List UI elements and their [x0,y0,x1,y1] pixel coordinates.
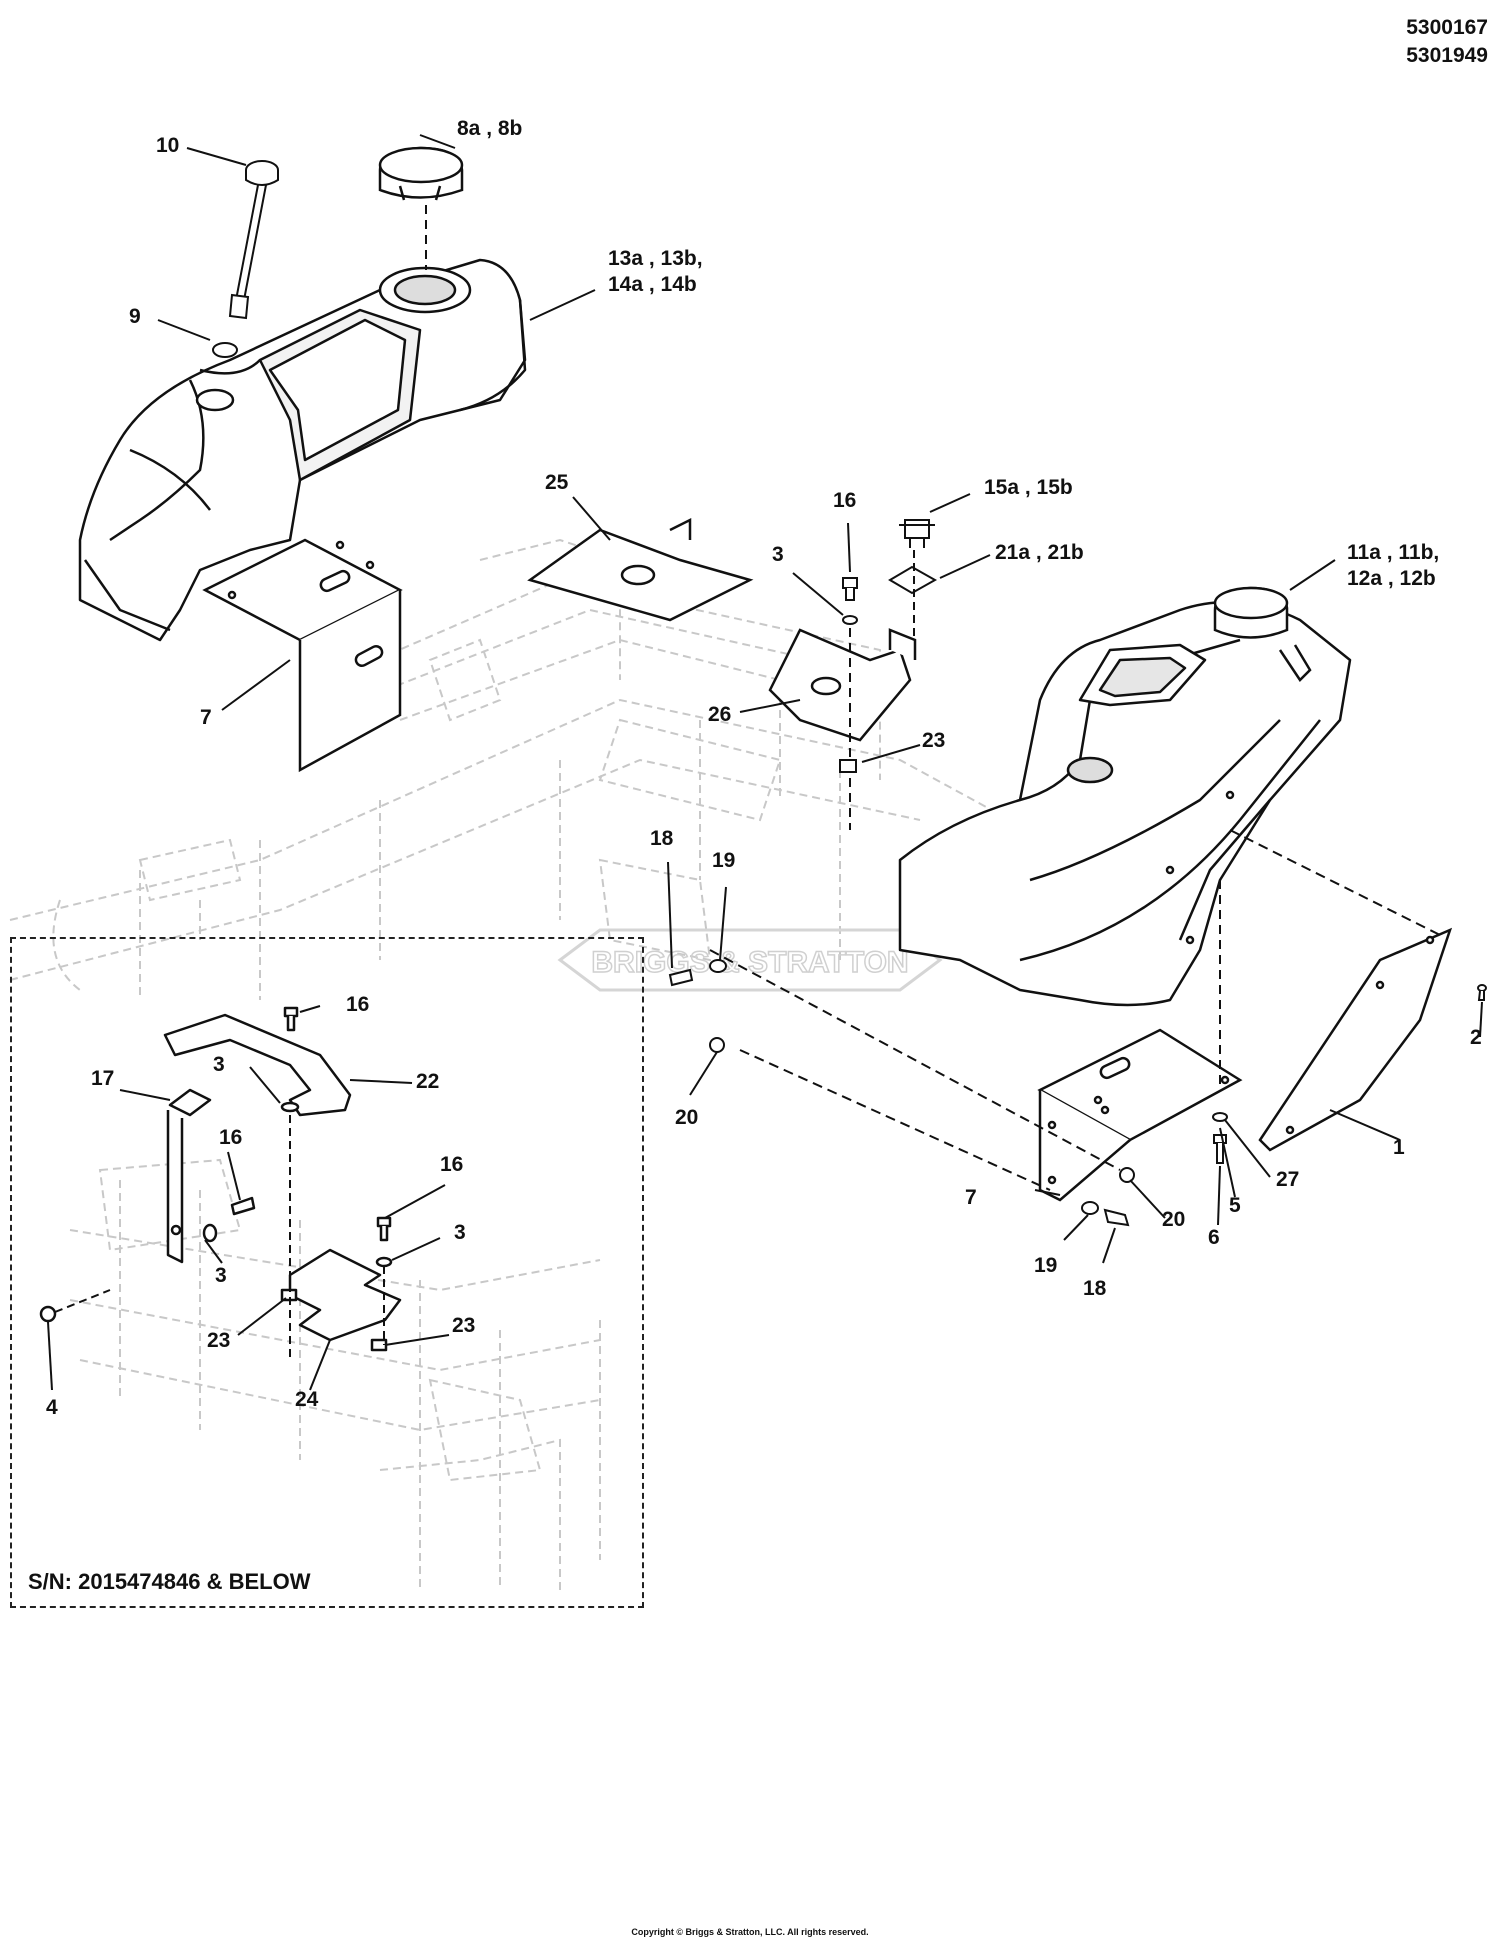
callout-16-inset-top: 16 [346,993,370,1016]
switch-pad [888,565,938,595]
document-number-primary: 5300167 [1406,16,1488,39]
serial-number-inset-frame [10,937,644,1608]
callout-20-right: 20 [1162,1208,1186,1231]
mounting-bracket-left [202,538,403,773]
inset-parts [39,1006,402,1352]
callout-23-inset-left: 23 [207,1329,231,1352]
switch [899,519,935,548]
callout-23-top: 23 [922,729,946,752]
dipstick [228,160,279,320]
fuel-cap-left [378,146,464,201]
callout-3-inset-left: 3 [215,1264,227,1287]
document-number-secondary: 5301949 [1406,44,1488,67]
cover-plate [527,517,754,622]
callout-leaders [47,134,1483,1391]
callout-19-top: 19 [712,849,736,872]
bracket-leader-dashed-3 [739,1049,1051,1191]
callout-20-left: 20 [675,1106,699,1129]
fuel-cap-right [1213,586,1312,682]
callout-6: 6 [1208,1226,1220,1249]
callout-23-inset-right: 23 [452,1314,476,1337]
callout-22: 22 [416,1070,440,1093]
copyright-notice: Copyright © Briggs & Stratton, LLC. All … [631,1927,869,1937]
callout-3-inset-top: 3 [213,1053,225,1076]
callout-1: 1 [1393,1136,1405,1159]
callout-3-top: 3 [772,543,784,566]
bracket-leader-dashed-2 [709,949,1121,1171]
callout-11-12: 11a , 11b, 12a , 12b [1347,541,1440,590]
serial-number-inset-label: S/N: 2015474846 & BELOW [28,1569,311,1594]
callout-5: 5 [1229,1194,1241,1217]
callout-21: 21a , 21b [995,541,1084,564]
callout-7-right: 7 [965,1186,977,1209]
callout-4: 4 [46,1396,58,1419]
screw [1477,984,1487,1001]
callout-8: 8a , 8b [457,117,523,140]
panel-leader-dashed [1229,829,1441,936]
callout-9: 9 [129,305,141,328]
callout-2: 2 [1470,1026,1482,1049]
callout-24: 24 [295,1388,319,1411]
callout-19-bottom: 19 [1034,1254,1058,1277]
side-panel [1258,927,1453,1152]
mounting-plate [768,628,917,742]
callout-18-bottom: 18 [1083,1277,1107,1300]
inset-leader-dashed-2 [54,1289,111,1313]
callout-10: 10 [156,134,180,157]
callout-26: 26 [708,703,732,726]
callout-3-inset-right: 3 [454,1221,466,1244]
right-fuel-tank [898,600,1352,1007]
left-fuel-tank [78,258,527,642]
callout-7-left: 7 [200,706,212,729]
mounting-bracket-right [1037,1028,1243,1202]
grommet [212,342,238,358]
callout-18-top: 18 [650,827,674,850]
callout-13-14: 13a , 13b, 14a , 14b [608,247,703,296]
bolt-top [842,577,858,625]
callout-25: 25 [545,471,569,494]
callout-17: 17 [91,1067,115,1090]
callout-16-inset-mid: 16 [219,1126,243,1149]
clip-nut [839,759,857,773]
callout-16-top: 16 [833,489,857,512]
hardware-right [668,959,1228,1227]
callout-16-inset-right: 16 [440,1153,464,1176]
callout-27: 27 [1276,1168,1300,1191]
callout-15: 15a , 15b [984,476,1073,499]
